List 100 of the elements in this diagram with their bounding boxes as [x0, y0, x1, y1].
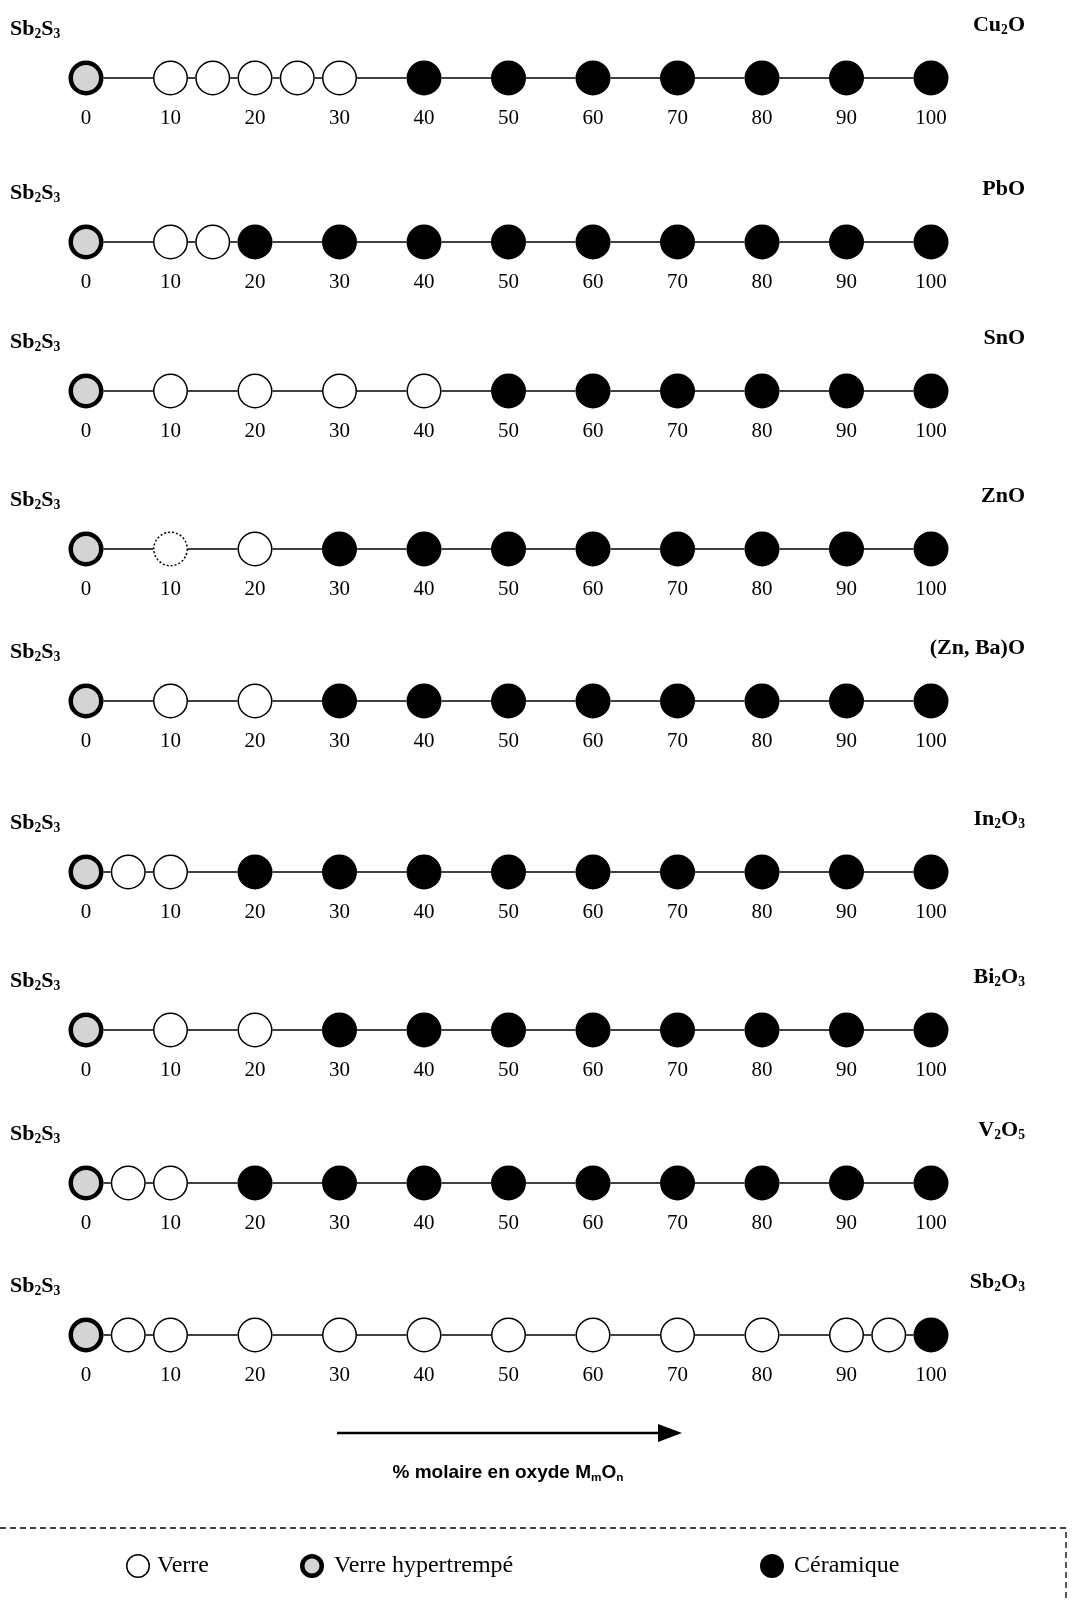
- tick-label: 70: [667, 900, 688, 924]
- tick-label: 30: [329, 419, 350, 443]
- connector-line: [863, 390, 915, 392]
- connector-line: [271, 390, 323, 392]
- connector-line: [863, 1182, 915, 1184]
- tick-label: 20: [244, 1363, 266, 1387]
- ceramic-circle: [406, 683, 442, 719]
- connector-line: [440, 77, 492, 79]
- legend-label: Verre: [157, 1551, 209, 1578]
- tick-label: 10: [160, 419, 181, 443]
- glass-circle: [153, 683, 188, 719]
- ceramic-circle: [237, 224, 273, 260]
- compound-label: In$_{2}$O$_{3}$: [973, 806, 1025, 832]
- tick-label: 10: [160, 1211, 181, 1235]
- hyperquenched-glass-circle: [68, 1165, 104, 1201]
- tick-label: 40: [413, 729, 435, 753]
- ceramic-circle: [491, 531, 526, 567]
- ceramic-circle: [660, 60, 695, 96]
- ceramic-circle: [406, 224, 442, 260]
- ceramic-circle: [660, 531, 695, 567]
- tick-label: 60: [582, 729, 604, 753]
- compound-label: Sb$_{2}$S$_{3}$: [10, 810, 61, 836]
- glass-circle: [660, 1317, 695, 1353]
- tick-label: 50: [498, 106, 519, 130]
- ceramic-circle: [575, 224, 611, 260]
- tick-label: 60: [582, 900, 604, 924]
- glass-circle: [744, 1317, 780, 1353]
- glass-circle: [153, 60, 188, 96]
- compound-label: SnO: [983, 325, 1025, 350]
- connector-line: [187, 1334, 239, 1336]
- connector-line: [102, 1182, 112, 1184]
- tick-label: 40: [413, 106, 435, 130]
- connector-line: [271, 1182, 323, 1184]
- glass-circle: [237, 1012, 273, 1048]
- compound-label: Sb$_{2}$S$_{3}$: [10, 1273, 61, 1299]
- connector-line: [271, 871, 323, 873]
- connector-line: [525, 1334, 577, 1336]
- tick-label: 100: [915, 106, 947, 130]
- tick-label: 50: [498, 270, 519, 294]
- glass-circle: [871, 1317, 907, 1353]
- connector-line: [356, 241, 408, 243]
- connector-line: [778, 241, 830, 243]
- ceramic-circle: [406, 854, 442, 890]
- connector-line: [145, 1182, 154, 1184]
- connector-line: [102, 77, 154, 79]
- compound-label: Sb$_{2}$S$_{3}$: [10, 968, 61, 994]
- ceramic-circle: [744, 531, 780, 567]
- tick-label: 50: [498, 1058, 519, 1082]
- connector-line: [609, 390, 661, 392]
- glass-circle: [237, 683, 273, 719]
- ceramic-circle: [744, 373, 780, 409]
- tick-label: 20: [244, 270, 266, 294]
- ceramic-circle: [237, 854, 273, 890]
- ceramic-circle: [660, 683, 695, 719]
- ceramic-circle: [491, 1165, 526, 1201]
- connector-line: [609, 1029, 661, 1031]
- connector-line: [694, 390, 746, 392]
- hyperquenched-glass-circle: [68, 683, 104, 719]
- tick-label: 10: [160, 106, 181, 130]
- connector-line: [863, 1029, 915, 1031]
- connector-line: [525, 700, 577, 702]
- ceramic-circle: [913, 1165, 949, 1201]
- ceramic-circle: [322, 683, 357, 719]
- tick-label: 100: [915, 1211, 947, 1235]
- ceramic-circle: [406, 60, 442, 96]
- connector-line: [525, 871, 577, 873]
- tick-label: 70: [667, 577, 688, 601]
- ceramic-circle: [744, 854, 780, 890]
- tick-label: 20: [244, 1211, 266, 1235]
- tick-label: 100: [915, 419, 947, 443]
- connector-line: [778, 700, 830, 702]
- connector-line: [609, 871, 661, 873]
- glass-circle: [322, 1317, 357, 1353]
- connector-line: [440, 548, 492, 550]
- tick-label: 0: [80, 1211, 92, 1235]
- ceramic-circle: [660, 224, 695, 260]
- tick-label: 40: [413, 900, 435, 924]
- tick-label: 20: [244, 106, 266, 130]
- tick-label: 0: [80, 729, 92, 753]
- connector-line: [440, 390, 492, 392]
- glass-circle: [153, 531, 188, 567]
- tick-label: 30: [329, 1058, 350, 1082]
- compound-label: (Zn, Ba)O: [929, 635, 1025, 660]
- compound-label: Sb$_{2}$O$_{3}$: [969, 1269, 1025, 1295]
- ceramic-circle: [913, 60, 949, 96]
- tick-label: 80: [751, 1363, 773, 1387]
- ceramic-circle: [406, 531, 442, 567]
- connector-line: [187, 1029, 239, 1031]
- tick-label: 30: [329, 106, 350, 130]
- hyperquenched-glass-circle: [68, 1012, 104, 1048]
- connector-line: [609, 1334, 661, 1336]
- tick-label: 80: [751, 419, 773, 443]
- ceramic-circle: [829, 224, 864, 260]
- tick-label: 20: [244, 577, 266, 601]
- ceramic-circle: [913, 224, 949, 260]
- connector-line: [778, 77, 830, 79]
- tick-label: 40: [413, 419, 435, 443]
- tick-label: 50: [498, 729, 519, 753]
- connector-line: [356, 390, 408, 392]
- glass-circle: [829, 1317, 864, 1353]
